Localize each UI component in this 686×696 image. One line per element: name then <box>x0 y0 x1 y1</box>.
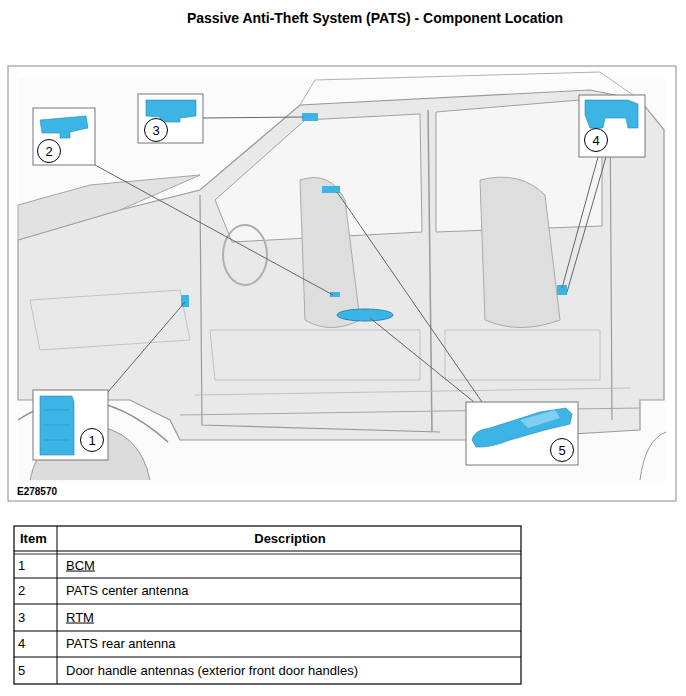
door-panel <box>445 330 600 380</box>
front-seat <box>300 178 360 328</box>
sill-inner <box>195 388 630 395</box>
callout-number: 5 <box>550 438 574 462</box>
table-grid <box>14 526 521 684</box>
door-handle-detail <box>520 410 560 428</box>
table-cell: 2 <box>18 584 25 599</box>
callout-box <box>33 108 95 165</box>
callout-text: 2 <box>45 145 52 158</box>
leader-line <box>370 318 474 402</box>
callout-text: 5 <box>558 444 565 457</box>
leader-line <box>203 117 303 118</box>
rear-seat <box>480 177 560 327</box>
table-header: Item <box>20 532 47 547</box>
pats-rear-antenna-image <box>585 100 638 128</box>
callout-box <box>466 402 578 465</box>
callout-text: 1 <box>88 434 95 447</box>
b-pillar <box>428 110 432 432</box>
table-cell: PATS rear antenna <box>66 637 175 652</box>
table-cell: Door handle antennas (exterior front doo… <box>66 664 358 679</box>
title: Passive Anti-Theft System (PATS) - Compo… <box>187 10 563 26</box>
figure-frame <box>8 66 676 501</box>
callout-box <box>33 390 108 460</box>
table-cell: PATS center antenna <box>66 584 188 599</box>
rtm <box>302 113 318 121</box>
table-cell: 4 <box>18 637 25 652</box>
table-cell: BCM <box>66 559 95 574</box>
figure-id: E278570 <box>17 486 57 498</box>
bcm-image <box>40 396 74 455</box>
callout-number: 3 <box>144 118 168 142</box>
callout-box <box>579 95 645 157</box>
dashboard <box>30 290 190 350</box>
door-panel <box>210 330 420 380</box>
leader-line <box>337 192 482 402</box>
leader-line <box>95 165 333 295</box>
callout-number: 1 <box>80 428 104 452</box>
table-cell: 5 <box>18 664 25 679</box>
callout-text: 4 <box>592 134 599 147</box>
truck-body <box>18 90 664 440</box>
pats-center-antenna-image <box>40 116 88 138</box>
rear-wheel <box>640 432 666 480</box>
callout-number: 4 <box>584 128 608 152</box>
callout-text: 3 <box>152 124 159 137</box>
leader-line <box>567 157 606 292</box>
table-cell: 3 <box>18 611 25 626</box>
leader-line <box>562 157 598 288</box>
leader-line <box>108 302 185 392</box>
table-cell: RTM <box>66 611 94 626</box>
callout-box <box>138 94 203 143</box>
door-handle-antenna <box>337 309 393 321</box>
callout-number: 2 <box>37 139 61 163</box>
table-header: Description <box>254 532 326 547</box>
figure-background <box>18 78 666 482</box>
table-cell: 1 <box>18 559 25 574</box>
